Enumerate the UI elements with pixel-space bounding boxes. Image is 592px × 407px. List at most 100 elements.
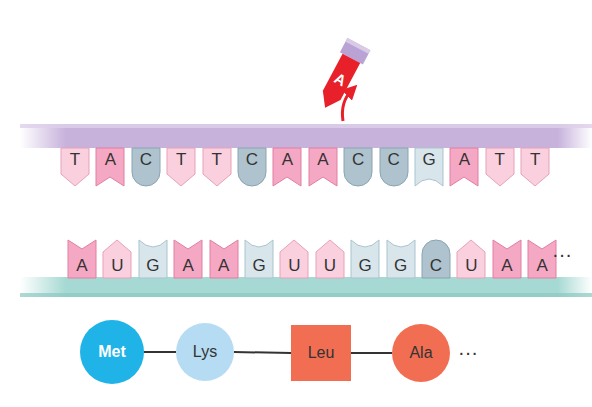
base-letter: C (246, 151, 258, 168)
mrna-nucleotide: U (457, 240, 485, 278)
dna-nucleotide: A (309, 148, 337, 186)
base-letter: A (282, 151, 293, 168)
nucleotide-outline (96, 148, 124, 186)
amino-acid-circle: Met (80, 320, 144, 384)
base-letter: C (430, 257, 442, 274)
base-letter: U (465, 257, 477, 274)
nucleotide-outline (528, 240, 556, 278)
continuation-dots: ··· (552, 244, 572, 264)
dna-nucleotide: A (273, 148, 301, 186)
dna-nucleotide: C (344, 148, 372, 186)
nucleotide-outline (210, 240, 238, 278)
base-letter: C (387, 151, 399, 168)
dna-nucleotide: C (238, 148, 266, 186)
base-letter: T (530, 151, 540, 168)
dna-nucleotide: T (521, 148, 549, 186)
mrna-nucleotide: U (280, 240, 308, 278)
nucleotide-outline (139, 240, 167, 278)
dna-nucleotide: C (132, 148, 160, 186)
dna-nucleotide: T (203, 148, 231, 186)
mrna-nucleotide: A (68, 240, 96, 278)
nucleotide-outline (422, 240, 450, 278)
nucleotide-outline (457, 240, 485, 278)
dna-nucleotide: C (380, 148, 408, 186)
base-letter: G (252, 257, 265, 274)
base-letter: T (70, 151, 80, 168)
base-letter: G (359, 257, 372, 274)
amino-acid-square: Leu (291, 325, 351, 381)
base-letter: A (501, 257, 512, 274)
mrna-nucleotide: C (422, 240, 450, 278)
nucleotide-outline (273, 148, 301, 186)
nucleotide-outline (167, 148, 195, 186)
tag-cap-highlight (346, 38, 371, 54)
nucleotide-outline (203, 148, 231, 186)
amino-acid-name: Lys (193, 344, 217, 360)
nucleotide-outline (344, 148, 372, 186)
peptide-bond (351, 352, 392, 354)
base-letter: G (394, 257, 407, 274)
base-letter: A (317, 151, 328, 168)
nucleotide-outline (493, 240, 521, 278)
base-letter: A (76, 257, 87, 274)
mrna-nucleotide: A (493, 240, 521, 278)
continuation-dots: ··· (458, 342, 478, 362)
amino-acid-circle: Lys (176, 323, 234, 381)
nucleotide-outline (280, 240, 308, 278)
amino-acid-name: Met (98, 344, 126, 360)
nucleotide-outline (351, 240, 379, 278)
base-letter: T (176, 151, 186, 168)
dna-backbone (20, 124, 592, 148)
mrna-backbone-shade (20, 293, 592, 297)
nucleotide-outline (309, 148, 337, 186)
amino-acid-name: Leu (308, 345, 335, 361)
nucleotide-outline (132, 148, 160, 186)
nucleotide-outline (103, 240, 131, 278)
base-letter: A (537, 257, 548, 274)
mrna-nucleotide: G (387, 240, 415, 278)
nucleotide-outline (415, 148, 443, 186)
nucleotide-outline (174, 240, 202, 278)
base-letter: U (111, 257, 123, 274)
nucleotide-outline (61, 148, 89, 186)
dna-backbone-highlight (20, 124, 592, 128)
amino-acid-name: Ala (409, 345, 432, 361)
dna-nucleotide: T (167, 148, 195, 186)
peptide-bond (144, 351, 176, 353)
dna-nucleotide: T (61, 148, 89, 186)
dna-nucleotide: G (415, 148, 443, 186)
base-letter: A (459, 151, 470, 168)
base-letter: T (495, 151, 505, 168)
nucleotide-outline (238, 148, 266, 186)
base-letter: U (288, 257, 300, 274)
base-letter: A (183, 257, 194, 274)
peptide-bond (234, 352, 291, 353)
base-letter: U (324, 257, 336, 274)
nucleotide-outline (245, 240, 273, 278)
nucleotide-outline (380, 148, 408, 186)
nucleotide-outline (68, 240, 96, 278)
base-letter: A (218, 257, 229, 274)
mrna-nucleotide: U (316, 240, 344, 278)
mrna-nucleotide: G (245, 240, 273, 278)
nucleotide-outline (521, 148, 549, 186)
release-arrow (342, 90, 352, 121)
base-letter: G (146, 257, 159, 274)
nucleotide-outline (450, 148, 478, 186)
mrna-nucleotide: A (528, 240, 556, 278)
base-letter: T (211, 151, 221, 168)
mrna-nucleotide: A (174, 240, 202, 278)
nucleotide-outline (387, 240, 415, 278)
released-base-tag: A (314, 38, 371, 114)
base-letter: G (422, 151, 435, 168)
base-letter: C (352, 151, 364, 168)
mrna-nucleotide: G (351, 240, 379, 278)
amino-acid-circle: Ala (392, 324, 450, 382)
dna-nucleotide: A (450, 148, 478, 186)
mrna-nucleotide: G (139, 240, 167, 278)
mrna-nucleotide: A (210, 240, 238, 278)
dna-nucleotide: A (96, 148, 124, 186)
dna-nucleotide: T (486, 148, 514, 186)
mrna-nucleotide: U (103, 240, 131, 278)
